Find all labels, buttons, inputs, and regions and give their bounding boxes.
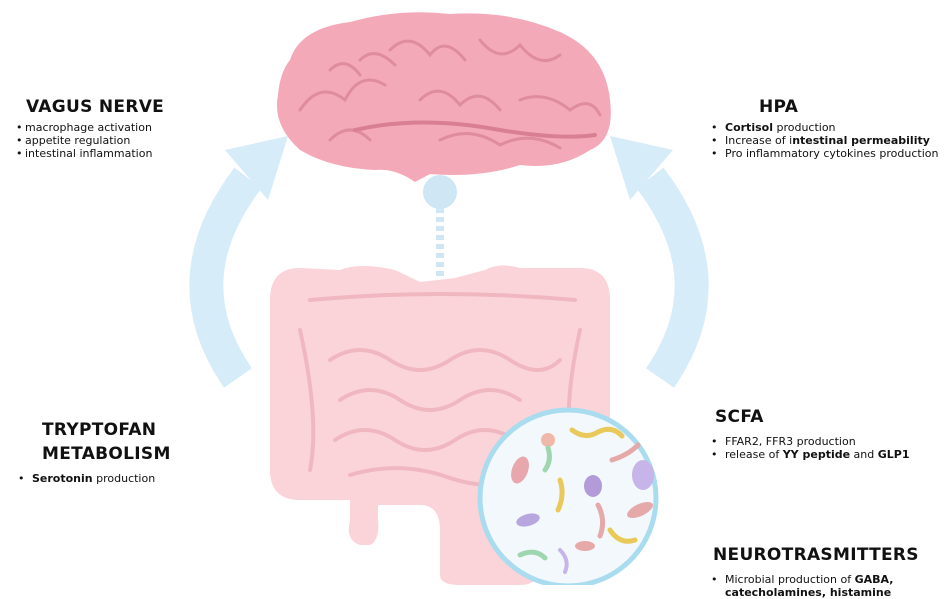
scfa-item-2: release of YY peptide and GLP1 <box>707 448 939 461</box>
hpa-title: HPA <box>707 97 939 117</box>
vagus-item-2: appetite regulation <box>12 134 252 147</box>
vagus-item-3: intestinal inflammation <box>12 147 252 160</box>
vagus-nerve-title: VAGUS NERVE <box>12 97 252 117</box>
hpa-item-2-pre: Increase of i <box>725 134 792 147</box>
hpa-item-1-rest: production <box>773 121 836 134</box>
hpa-item-1-bold: Cortisol <box>725 121 773 134</box>
neurotransmitters-list: Microbial production of GABA, catecholam… <box>707 573 943 599</box>
tryptofan-block: TRYPTOFAN METABOLISM Serotonin productio… <box>14 420 244 485</box>
neurotransmitters-block: NEUROTRASMITTERS Microbial production of… <box>707 545 943 599</box>
tryptofan-list: Serotonin production <box>14 472 244 485</box>
neurotransmitters-title: NEUROTRASMITTERS <box>707 545 943 565</box>
scfa-title: SCFA <box>707 407 939 427</box>
tryptofan-title-line2: METABOLISM <box>14 444 244 464</box>
vagus-nerve-block: VAGUS NERVE macrophage activation appeti… <box>12 97 252 160</box>
scfa-item-2-pre: release of <box>725 448 783 461</box>
brain-illustration <box>277 12 611 182</box>
microbiota-circle <box>480 410 656 585</box>
tryptofan-item-1: Serotonin production <box>14 472 244 485</box>
hpa-block: HPA Cortisol production Increase of inte… <box>707 97 939 160</box>
hpa-item-1: Cortisol production <box>707 121 939 134</box>
hpa-item-2: Increase of intestinal permeability <box>707 134 939 147</box>
scfa-item-2-bold: YY peptide <box>783 448 850 461</box>
brain-gut-connector <box>420 175 460 290</box>
gut-brain-axis-illustration <box>0 0 946 585</box>
hpa-item-2-bold: ntestinal permeability <box>792 134 930 147</box>
vagus-nerve-list: macrophage activation appetite regulatio… <box>12 121 252 160</box>
tryptofan-title-line1: TRYPTOFAN <box>14 420 244 440</box>
scfa-item-1: FFAR2, FFR3 production <box>707 435 939 448</box>
scfa-list: FFAR2, FFR3 production release of YY pep… <box>707 435 939 461</box>
tryptofan-item-1-rest: production <box>93 472 156 485</box>
right-curved-arrow <box>610 136 692 378</box>
neurotransmitters-item-1: Microbial production of GABA, catecholam… <box>707 573 943 599</box>
hpa-item-3: Pro inflammatory cytokines production <box>707 147 939 160</box>
neurotransmitters-item-1-pre: Microbial production of <box>725 573 855 586</box>
hpa-list: Cortisol production Increase of intestin… <box>707 121 939 160</box>
scfa-block: SCFA FFAR2, FFR3 production release of Y… <box>707 407 939 461</box>
scfa-item-2-bold2: GLP1 <box>878 448 910 461</box>
vagus-item-1: macrophage activation <box>12 121 252 134</box>
scfa-item-2-mid: and <box>850 448 878 461</box>
tryptofan-item-1-bold: Serotonin <box>32 472 93 485</box>
